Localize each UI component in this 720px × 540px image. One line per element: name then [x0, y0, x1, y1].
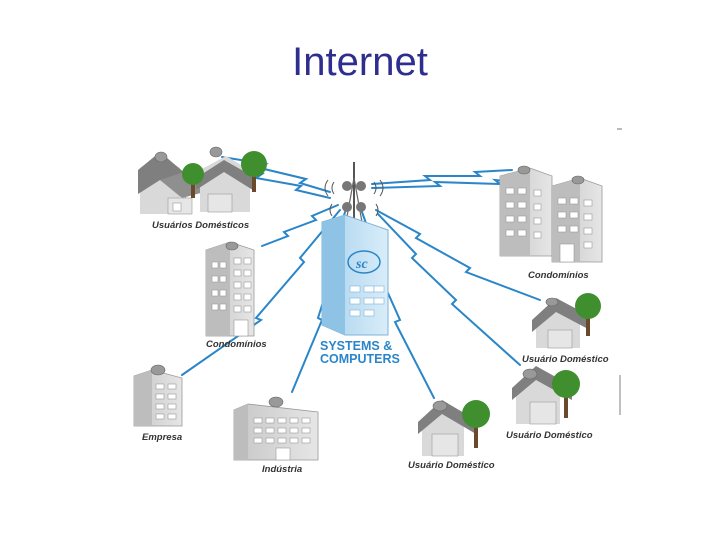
link-home-right-2 — [377, 213, 521, 366]
brand-logo-icon: sc — [347, 250, 381, 274]
tree-icon — [462, 400, 490, 448]
satellite-dish-icon — [225, 241, 239, 251]
building-icon — [205, 241, 255, 337]
house-icon — [196, 156, 256, 213]
label-home-bottom: Usuário Doméstico — [408, 460, 495, 471]
building-icon — [499, 165, 603, 263]
link-condo-left — [261, 204, 339, 247]
label-home-right-1: Usuário Doméstico — [522, 354, 609, 365]
home-bottom-group — [418, 400, 490, 457]
link-home-right-1 — [375, 209, 541, 301]
satellite-dish-icon — [522, 368, 538, 380]
label-home-users-top: Usuários Domésticos — [152, 220, 249, 231]
label-company: Empresa — [142, 432, 182, 443]
home-right-1-group — [532, 293, 601, 349]
satellite-dish-icon — [432, 400, 448, 412]
brand-line-2: COMPUTERS — [320, 352, 400, 366]
satellite-dish-icon — [154, 146, 223, 163]
label-industry: Indústria — [262, 464, 302, 475]
label-condo-left: Condomínios — [206, 339, 267, 350]
label-home-right-2: Usuário Doméstico — [506, 430, 593, 441]
building-icon — [233, 396, 319, 461]
building-icon — [133, 364, 183, 427]
link-condo-right — [371, 169, 513, 185]
svg-text:sc: sc — [355, 257, 368, 272]
home-users-top-group — [138, 146, 267, 215]
satellite-dish-icon — [150, 364, 166, 376]
radio-tower-icon — [324, 162, 384, 223]
home-right-2-group — [512, 366, 580, 425]
tree-icon — [552, 370, 580, 418]
satellite-dish-icon — [571, 175, 585, 185]
tree-icon — [575, 293, 601, 336]
brand-line-1: SYSTEMS & — [320, 339, 392, 353]
satellite-dish-icon — [517, 165, 531, 175]
slide-title: Internet — [292, 40, 428, 84]
label-condo-right: Condomínios — [528, 270, 589, 281]
satellite-dish-icon — [268, 396, 284, 408]
provider-building: sc — [321, 214, 389, 336]
tree-icon — [182, 151, 267, 198]
satellite-dish-icon — [545, 297, 559, 307]
